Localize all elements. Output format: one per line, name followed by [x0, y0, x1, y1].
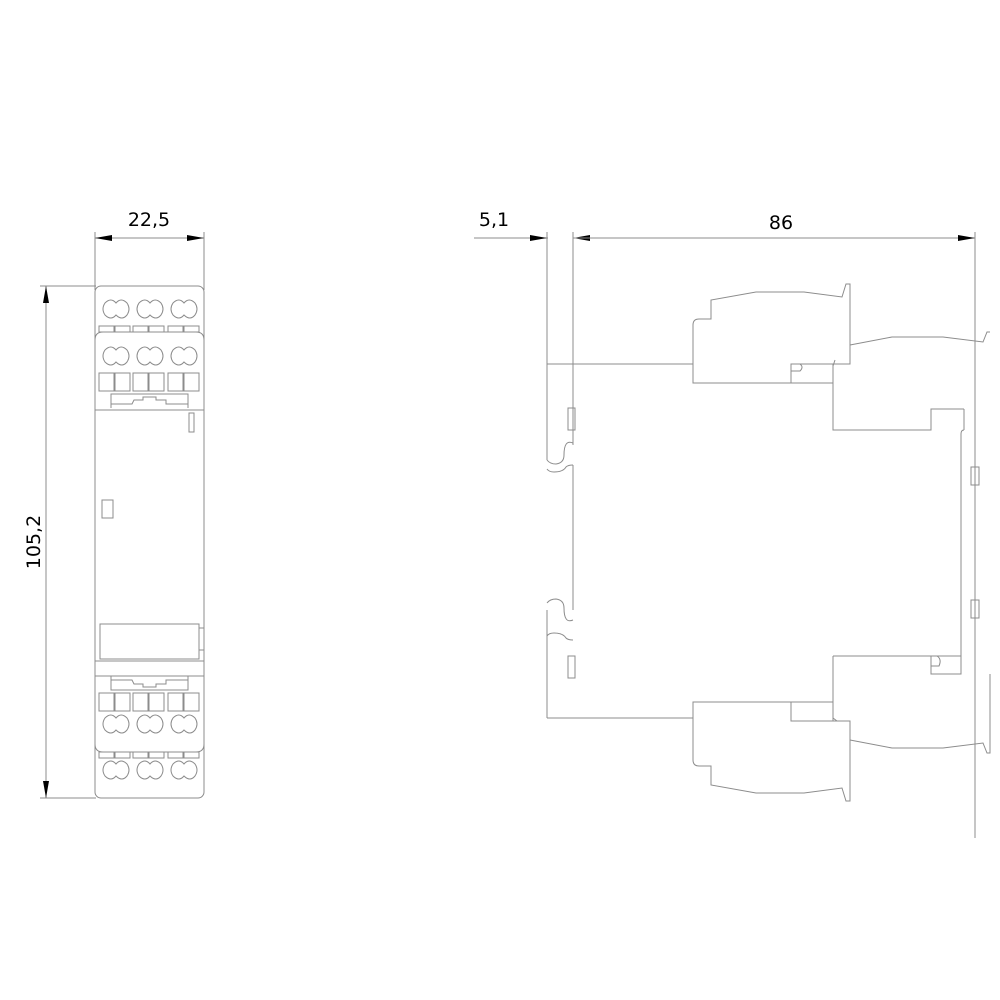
upper-front-terminal [692, 283, 851, 384]
height-dimension: 105,2 [23, 285, 96, 799]
depth-dimension: 86 [769, 212, 976, 838]
side-view: 5,1 86 [474, 209, 991, 838]
top-terminal-row-2 [98, 346, 200, 392]
cover-window [99, 623, 200, 660]
bottom-latch [110, 676, 189, 691]
terminal-pair-icon [102, 299, 198, 319]
bottom-clip [546, 598, 574, 641]
depth-label: 86 [769, 212, 793, 234]
bottom-terminal-row-1 [98, 692, 200, 734]
top-terminal-row-1 [98, 299, 200, 333]
height-label: 105,2 [23, 515, 45, 569]
bottom-terminal-row-2 [98, 751, 200, 780]
width-label: 22,5 [128, 209, 170, 231]
offset-dimension: 5,1 [474, 209, 975, 241]
status-led [188, 412, 195, 433]
offset-label: 5,1 [479, 209, 509, 231]
width-dimension: 22,5 [94, 209, 205, 290]
label-slot [101, 499, 114, 519]
lower-front-terminal [692, 701, 851, 802]
front-view: 22,5 105,2 [23, 209, 205, 799]
top-latch [110, 393, 189, 408]
top-clip [546, 441, 574, 473]
front-housing [94, 285, 205, 799]
